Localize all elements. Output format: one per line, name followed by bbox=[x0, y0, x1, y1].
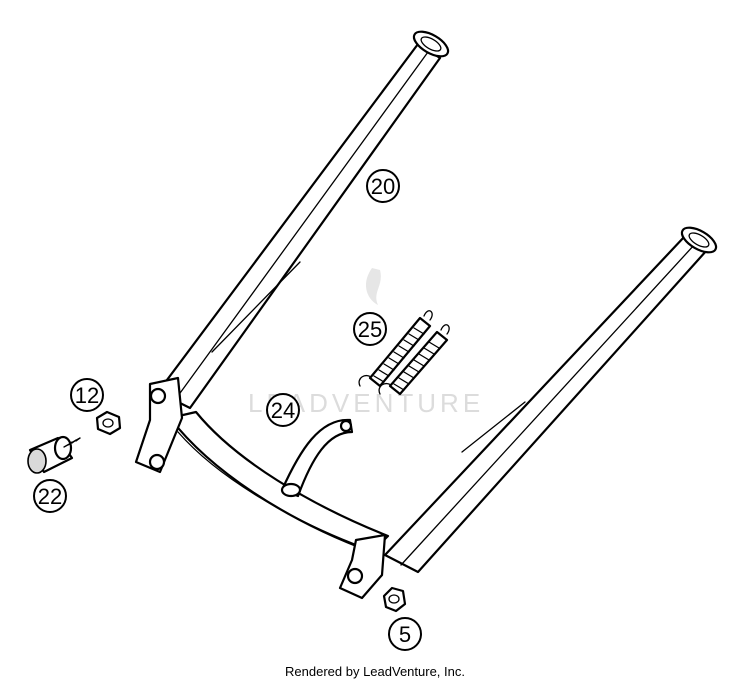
callout-22-label: 22 bbox=[38, 484, 62, 509]
callout-5: 5 bbox=[388, 617, 422, 651]
rubber-bumper bbox=[27, 435, 81, 474]
callout-25: 25 bbox=[353, 312, 387, 346]
callout-12: 12 bbox=[70, 378, 104, 412]
callout-22: 22 bbox=[33, 479, 67, 513]
nut bbox=[95, 410, 122, 436]
callout-24: 24 bbox=[266, 393, 300, 427]
lock-nut bbox=[382, 586, 407, 613]
callout-12-label: 12 bbox=[75, 383, 99, 408]
callout-25-label: 25 bbox=[358, 317, 382, 342]
bracket bbox=[280, 418, 354, 498]
callout-20-label: 20 bbox=[371, 174, 395, 199]
tension-springs bbox=[358, 310, 450, 396]
callout-24-label: 24 bbox=[271, 398, 295, 423]
stand-frame bbox=[134, 30, 718, 600]
footer-credit: Rendered by LeadVenture, Inc. bbox=[285, 664, 465, 679]
callout-20: 20 bbox=[366, 169, 400, 203]
callout-5-label: 5 bbox=[399, 622, 411, 647]
